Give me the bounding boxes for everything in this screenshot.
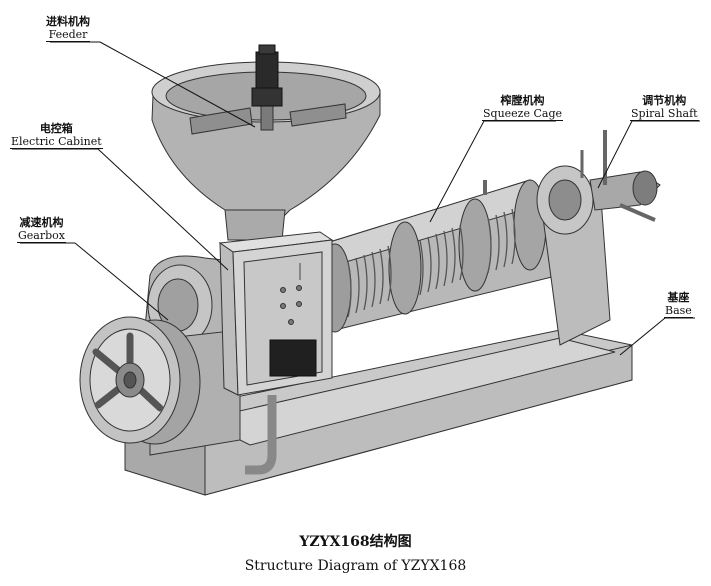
feeder-label-en: Feeder [46,28,90,42]
base-label-cn: 基座 [667,291,690,304]
electric-label-en: Electric Cabinet [10,135,103,149]
gearbox-leader [74,242,169,321]
drive-pulley [79,316,201,445]
squeeze-leader [429,120,485,223]
base-label: 基座 Base [664,291,693,318]
base-label-en: Base [664,304,693,318]
feeder-label-cn: 进料机构 [46,15,90,28]
gearbox-label: 减速机构 Gearbox [17,216,66,243]
spiral-label-cn: 调节机构 [642,94,687,107]
squeeze-label-cn: 榨膛机构 [500,94,545,107]
feeder-leader [99,41,256,128]
squeeze-cage-label: 榨膛机构 Squeeze Cage [482,94,564,121]
electric-cabinet-label: 电控箱 Electric Cabinet [10,122,103,149]
caption-title-en: Structure Diagram of YZYX168 [244,558,467,574]
spiral-leader [597,120,633,189]
machine-base [124,329,633,496]
spiral-label-en: Spiral Shaft [630,107,699,121]
spiral-shaft-label: 调节机构 Spiral Shaft [630,94,699,121]
base-leader [619,317,666,356]
gearbox-label-cn: 减速机构 [19,216,64,229]
squeeze-label-en: Squeeze Cage [482,107,564,121]
caption-title-cn: YZYX168结构图 [299,534,412,550]
electric-cabinet [218,231,334,475]
rear-housing [483,130,661,346]
electric-label-cn: 电控箱 [39,122,73,135]
feeder-label: 进料机构 Feeder [46,15,90,42]
electric-leader [97,148,229,271]
gearbox-label-en: Gearbox [17,229,66,243]
